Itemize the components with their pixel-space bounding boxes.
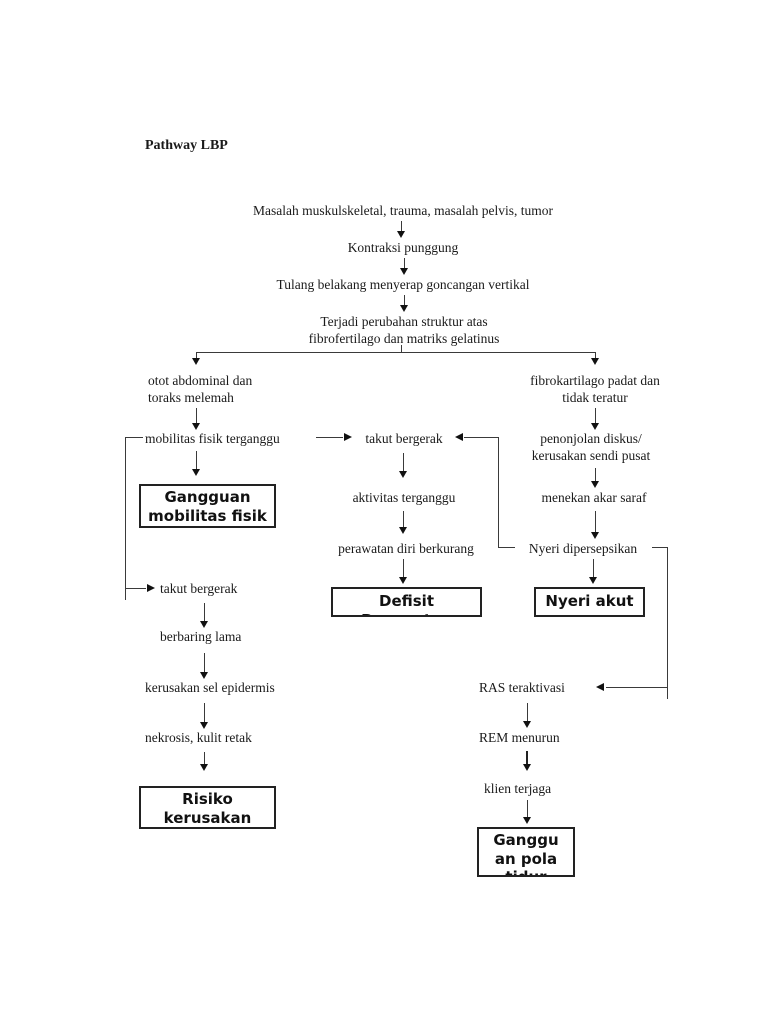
arrow-down [591,358,599,365]
connector-vertical [403,559,404,578]
connector-vertical [595,468,596,482]
arrow-down [192,423,200,430]
node-berbaring-lama: berbaring lama [160,629,242,644]
connector-vertical [498,437,499,548]
connector-vertical [403,453,404,472]
arrow-down [591,481,599,488]
node-nyeri-dipersepsikan: Nyeri dipersepsikan [528,541,638,556]
connector-vertical [404,258,405,269]
diagnosis-box-gangguan-mobilitas-fisik: Gangguan mobilitas fisik [139,484,276,528]
node-ras-teraktivasi: RAS teraktivasi [479,680,565,695]
connector-vertical [125,437,126,600]
arrow-right [344,433,352,441]
connector-vertical [595,408,596,424]
connector-vertical [526,751,528,765]
connector-vertical [527,800,528,818]
node-perawatan-diri-berkurang: perawatan diri berkurang [338,541,474,556]
connector-horizontal [498,547,515,548]
arrow-down [192,469,200,476]
connector-horizontal [652,547,668,548]
connector-vertical [593,559,594,578]
arrow-down [523,721,531,728]
arrow-down [200,764,208,771]
arrow-down [523,817,531,824]
connector-vertical [196,408,197,424]
connector-vertical [204,703,205,723]
connector-vertical [196,451,197,470]
arrow-left [455,433,463,441]
connector-vertical [403,511,404,528]
node-perubahan-struktur: Terjadi perubahan struktur atas fibrofer… [308,314,500,346]
arrow-down [589,577,597,584]
node-kontraksi-punggung: Kontraksi punggung [347,240,459,255]
arrow-down [399,471,407,478]
connector-horizontal [125,588,146,589]
node-mobilitas-fisik-terganggu: mobilitas fisik terganggu [145,431,280,446]
arrow-down [591,423,599,430]
page-title: Pathway LBP [145,138,228,153]
diagnosis-box-nyeri-akut: Nyeri akut [534,587,645,617]
node-klien-terjaga: klien terjaga [484,781,552,796]
node-penonjolan-diskus: penonjolan diskus/ kerusakan sendi pusat [531,431,651,463]
connector-horizontal [606,687,668,688]
arrow-down [397,231,405,238]
arrow-down [591,532,599,539]
node-menekan-akar-saraf: menekan akar saraf [541,490,647,505]
connector-vertical [204,603,205,622]
node-nekrosis-kulit-retak: nekrosis, kulit retak [145,730,252,745]
arrow-down [192,358,200,365]
connector-vertical [401,345,402,353]
connector-vertical [667,547,668,699]
arrow-down [200,621,208,628]
connector-horizontal [196,352,596,353]
connector-horizontal [464,437,499,438]
diagnosis-box-gangguan-pola-tidur: Gangguan pola tidur [477,827,575,877]
node-tulang-belakang: Tulang belakang menyerap goncangan verti… [276,277,530,292]
diagnosis-box-risiko-kerusakan: Risiko kerusakan [139,786,276,829]
node-aktivitas-terganggu: aktivitas terganggu [352,490,456,505]
arrow-down [200,722,208,729]
arrow-down [399,527,407,534]
node-takut-bergerak-kiri: takut bergerak [160,581,238,596]
connector-vertical [595,352,596,359]
arrow-down [200,672,208,679]
connector-vertical [204,653,205,673]
connector-horizontal [125,437,143,438]
diagnosis-box-defisit-perawatan-diri: Defisit Perawatan Diri [331,587,482,617]
arrow-down [399,577,407,584]
connector-vertical [595,511,596,533]
arrow-down [400,268,408,275]
connector-vertical [404,295,405,306]
connector-horizontal [316,437,343,438]
connector-vertical [204,752,205,765]
node-kerusakan-sel-epidermis: kerusakan sel epidermis [145,680,275,695]
arrow-down [400,305,408,312]
node-rem-menurun: REM menurun [479,730,560,745]
node-fibrokartilago: fibrokartilago padat dan tidak teratur [530,373,660,405]
connector-vertical [401,221,402,232]
connector-vertical [196,352,197,359]
arrow-down [523,764,531,771]
arrow-left [596,683,604,691]
arrow-right [147,584,155,592]
connector-vertical [527,703,528,722]
node-otot-abdominal: otot abdominal dan toraks melemah [148,373,253,405]
node-masalah-muskulskeletal: Masalah muskulskeletal, trauma, masalah … [253,203,553,218]
node-takut-bergerak-tengah: takut bergerak [365,431,443,446]
